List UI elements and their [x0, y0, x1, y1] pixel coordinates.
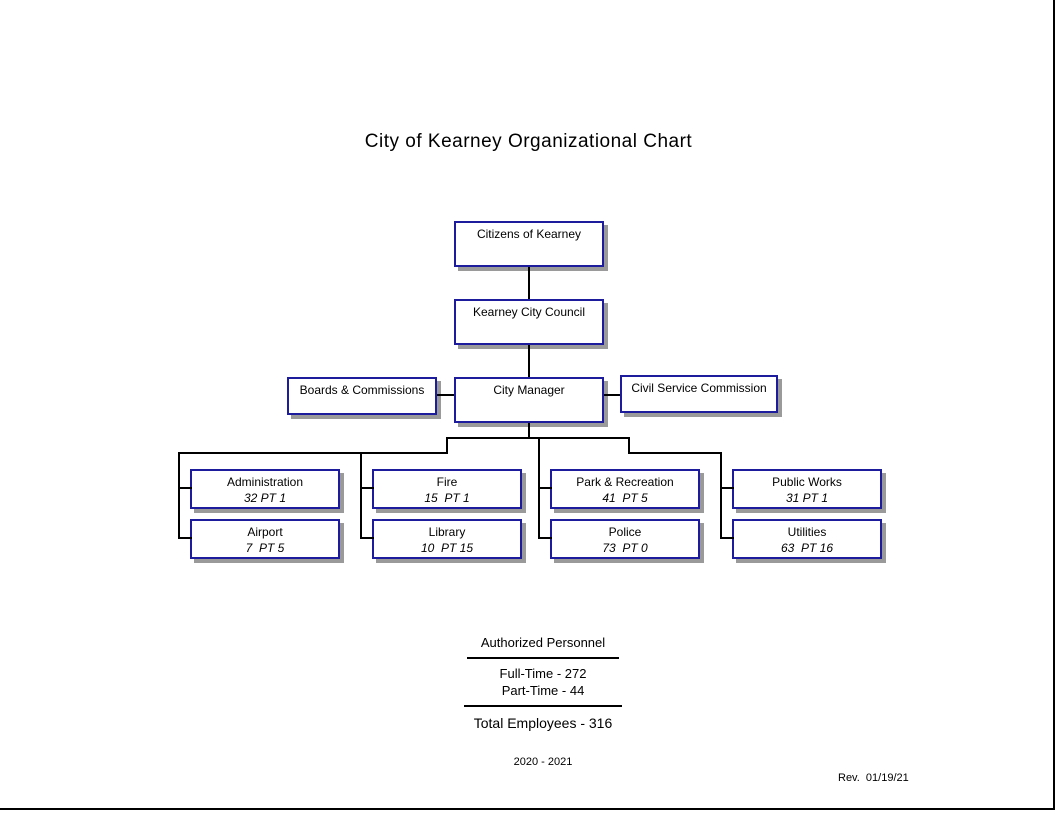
dept-staff-count: 32 PT 1 [243, 491, 287, 505]
connector-line [538, 537, 552, 539]
page-edge-bottom [0, 808, 1055, 810]
dept-staff-count: 10 PT 15 [420, 541, 474, 555]
connector-line [360, 487, 374, 489]
org-box-label: City Manager [493, 383, 565, 397]
full-time-count: Full-Time - 272 [499, 666, 587, 681]
dept-box-utilities: Utilities 63 PT 16 [732, 519, 882, 559]
dept-name: Fire [436, 475, 458, 489]
org-box-civil-service-commission: Civil Service Commission [620, 375, 778, 413]
fiscal-period: 2020 - 2021 [513, 756, 573, 768]
org-box-city-council: Kearney City Council [454, 299, 604, 345]
authorized-personnel-summary: Authorized Personnel Full-Time - 272 Par… [443, 634, 643, 771]
connector-line [178, 537, 192, 539]
org-box-city-manager: City Manager [454, 377, 604, 423]
total-employees: Total Employees - 316 [473, 715, 613, 731]
connector-line [538, 487, 552, 489]
org-box-label: Kearney City Council [472, 305, 586, 319]
connector-line [437, 394, 454, 396]
dept-name: Airport [247, 525, 283, 539]
connector-line [720, 487, 734, 489]
connector-line [446, 437, 448, 454]
dept-staff-count: 41 PT 5 [602, 491, 648, 505]
org-box-label: Boards & Commissions [299, 383, 425, 397]
dept-staff-count: 7 PT 5 [245, 541, 285, 555]
org-box-label: Citizens of Kearney [476, 227, 582, 241]
dept-box-airport: Airport 7 PT 5 [190, 519, 340, 559]
connector-line [178, 452, 448, 454]
dept-box-administration: Administration 32 PT 1 [190, 469, 340, 509]
connector-line [528, 267, 530, 299]
connector-line [528, 345, 530, 377]
dept-name: Police [608, 525, 642, 539]
revision-date: Rev. 01/19/21 [838, 772, 909, 784]
dept-box-fire: Fire 15 PT 1 [372, 469, 522, 509]
org-box-label: Civil Service Commission [631, 381, 767, 395]
summary-divider [467, 657, 619, 659]
dept-staff-count: 73 PT 0 [602, 541, 648, 555]
part-time-count: Part-Time - 44 [501, 683, 585, 698]
dept-name: Administration [226, 475, 304, 489]
dept-name: Library [428, 525, 466, 539]
connector-line [360, 537, 374, 539]
connector-line [178, 452, 180, 538]
dept-box-park-recreation: Park & Recreation 41 PT 5 [550, 469, 700, 509]
org-box-boards-commissions: Boards & Commissions [287, 377, 437, 415]
connector-line [604, 394, 620, 396]
summary-divider [464, 705, 622, 707]
page-title: City of Kearney Organizational Chart [364, 131, 693, 152]
connector-line [628, 452, 722, 454]
dept-name: Utilities [787, 525, 827, 539]
connector-line [720, 452, 722, 538]
connector-line [628, 437, 630, 454]
dept-staff-count: 15 PT 1 [424, 491, 470, 505]
dept-staff-count: 63 PT 16 [780, 541, 834, 555]
page-edge-right [1053, 0, 1055, 810]
dept-staff-count: 31 PT 1 [785, 491, 829, 505]
dept-box-public-works: Public Works 31 PT 1 [732, 469, 882, 509]
connector-line [360, 452, 362, 538]
dept-box-police: Police 73 PT 0 [550, 519, 700, 559]
dept-box-library: Library 10 PT 15 [372, 519, 522, 559]
connector-line [528, 423, 530, 439]
dept-name: Park & Recreation [576, 475, 674, 489]
connector-line [178, 487, 192, 489]
connector-line [720, 537, 734, 539]
summary-heading: Authorized Personnel [480, 635, 606, 650]
dept-name: Public Works [772, 475, 842, 489]
org-box-citizens: Citizens of Kearney [454, 221, 604, 267]
